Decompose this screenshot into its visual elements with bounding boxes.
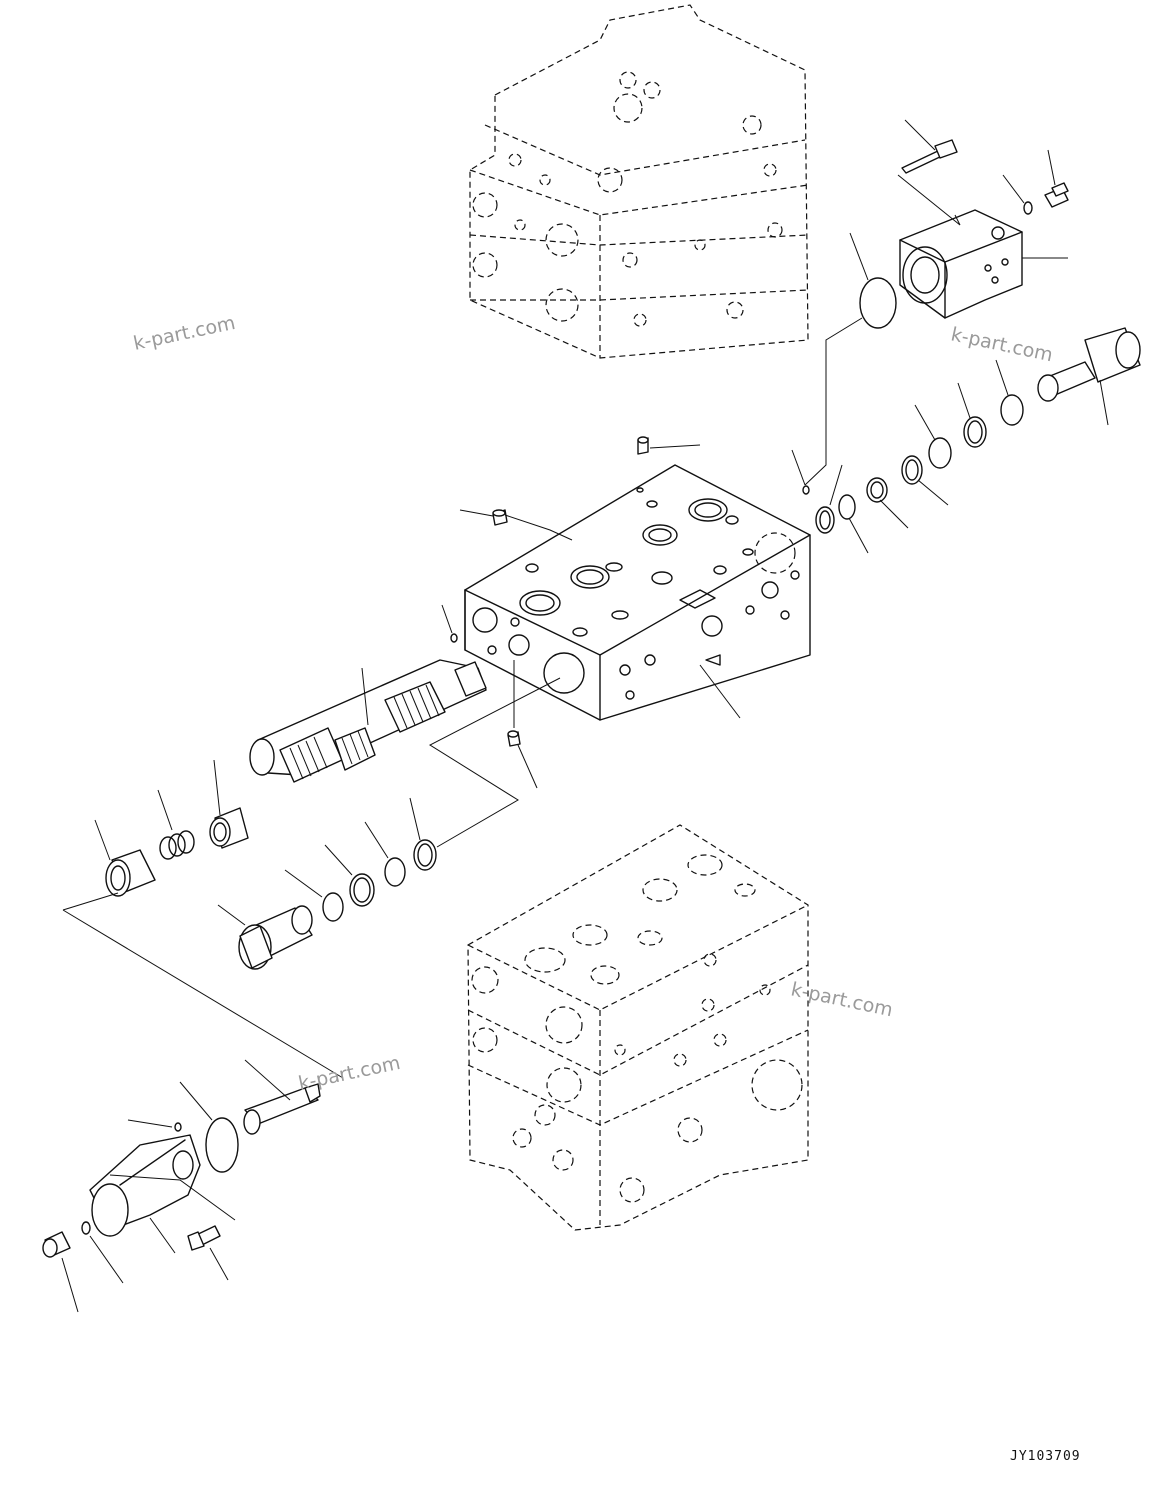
lower-left-cover-assembly — [42, 1059, 321, 1313]
watermark: k-part.com — [789, 978, 895, 1021]
watermark: k-part.com — [949, 323, 1055, 366]
body-small-plugs — [441, 436, 701, 789]
lower-valve-stack — [467, 824, 809, 1231]
main-valve-body — [464, 464, 811, 721]
leader-main-body — [699, 664, 741, 719]
upper-right-cover-assembly — [804, 119, 1069, 486]
upper-valve-stack — [469, 4, 809, 359]
left-spring-set — [94, 759, 249, 897]
watermark: k-part.com — [131, 312, 237, 355]
right-spool-assembly — [791, 327, 1141, 554]
left-plug-set — [217, 677, 561, 970]
drawing-code: JY103709 — [1010, 1449, 1081, 1464]
left-main-spool — [249, 659, 487, 783]
spool-grooves — [289, 684, 440, 780]
leader-diag-left — [62, 909, 344, 1079]
watermark: k-part.com — [296, 1052, 402, 1095]
leader-left-retainer — [62, 892, 119, 911]
